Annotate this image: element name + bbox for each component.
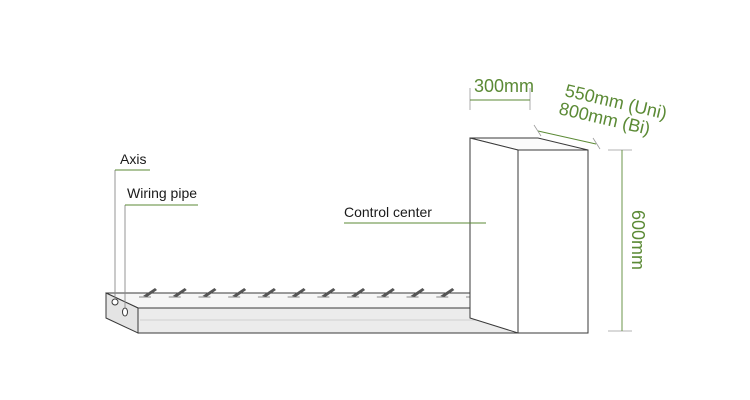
axis-label: Axis	[120, 151, 146, 167]
box-front-face	[517, 149, 589, 334]
width-dimension: 300mm	[469, 76, 534, 110]
spike	[139, 288, 157, 298]
axis-callout: Axis	[114, 151, 150, 299]
wiring-pipe-callout: Wiring pipe	[124, 185, 198, 308]
wiring-pipe-label: Wiring pipe	[127, 185, 197, 201]
spike-beam	[105, 292, 519, 334]
spike	[287, 288, 306, 298]
wiring-pipe-hole	[122, 307, 128, 317]
spike	[228, 288, 247, 298]
spike	[198, 288, 217, 298]
spike	[406, 288, 425, 298]
height-value: 600mm	[628, 210, 648, 270]
width-value: 300mm	[474, 76, 534, 96]
spike	[168, 288, 187, 298]
box-left-face	[469, 137, 519, 334]
height-dimension: 600mm	[608, 149, 648, 332]
axis-hole	[111, 298, 119, 306]
depth-dimension: 550mm (Uni) 800mm (Bi)	[533, 80, 669, 150]
beam-top-face	[105, 292, 519, 309]
spike	[317, 288, 336, 298]
spike	[257, 288, 276, 298]
control-center-label: Control center	[344, 204, 432, 220]
spike	[376, 288, 395, 298]
control-center-box	[469, 137, 589, 334]
spike	[436, 288, 455, 298]
control-center-callout: Control center	[344, 204, 486, 224]
spike	[347, 288, 366, 298]
